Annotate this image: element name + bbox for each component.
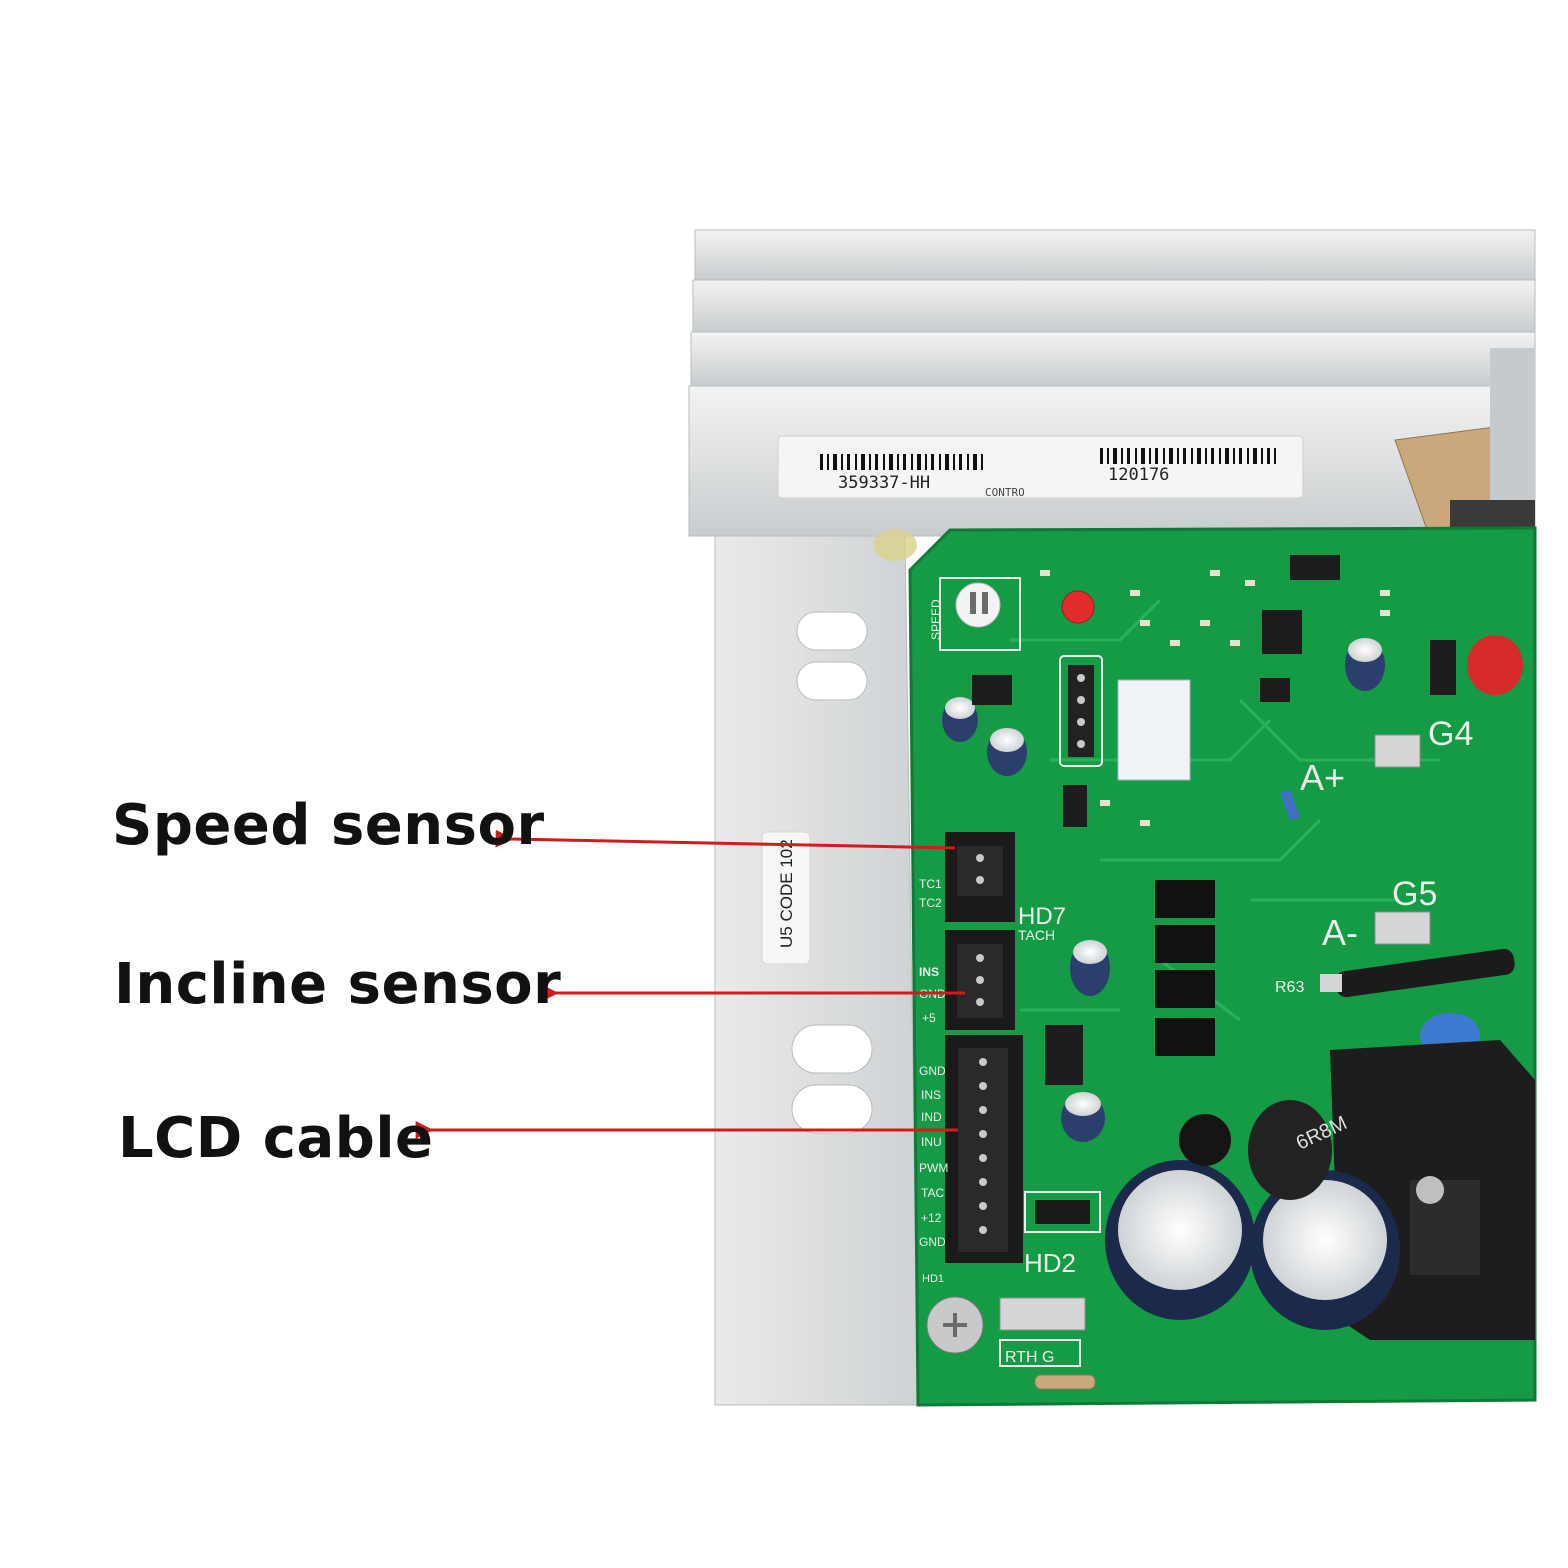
terminal-g4: G4 bbox=[1428, 715, 1473, 753]
hd2-pin-5: PWM bbox=[919, 1161, 948, 1175]
plus5-label: +5 bbox=[922, 1011, 936, 1025]
r63-label: R63 bbox=[1275, 979, 1304, 996]
speed-pot-label: SPEED bbox=[929, 599, 943, 640]
hd2-pin-4: INU bbox=[921, 1135, 942, 1149]
barcode-subtext: CONTRO bbox=[985, 486, 1025, 499]
ins-label: INS bbox=[919, 965, 939, 979]
terminal-a-minus: A- bbox=[1322, 912, 1358, 953]
tc1-label: TC1 bbox=[919, 877, 942, 891]
terminal-a-plus: A+ bbox=[1300, 757, 1345, 798]
barcode-number-right: 120176 bbox=[1108, 465, 1169, 485]
tach-label: TACH bbox=[1018, 927, 1055, 943]
hd2-pin-3: IND bbox=[921, 1110, 942, 1124]
hd1-label: HD1 bbox=[922, 1273, 944, 1285]
hd2-pin-7: +12 bbox=[921, 1211, 942, 1225]
hd2-pin-8: GND bbox=[919, 1235, 946, 1249]
optocoupler-array bbox=[1155, 880, 1215, 1056]
barcode-sticker: 359337-HH 120176 CONTRO bbox=[777, 435, 1304, 499]
hd2-pin-2: INS bbox=[921, 1088, 941, 1102]
speed-sensor-arrow bbox=[495, 829, 956, 850]
bulk-capacitors: 6R8M bbox=[1105, 1100, 1400, 1330]
hd2-pin-6: TAC bbox=[921, 1186, 944, 1200]
speed-sensor-connector bbox=[945, 832, 1015, 922]
barcode-number-left: 359337-HH bbox=[838, 473, 930, 493]
lcd-cable-connector bbox=[945, 1035, 1023, 1263]
heatsink-plate: U5 CODE 102 bbox=[714, 535, 919, 1406]
hd2-pin-1: GND bbox=[919, 1064, 946, 1078]
terminal-g5: G5 bbox=[1392, 875, 1437, 913]
hd7-label: HD7 bbox=[1018, 903, 1066, 930]
hd2-label: HD2 bbox=[1024, 1248, 1076, 1278]
tc2-label: TC2 bbox=[919, 896, 942, 910]
speed-sensor-label: Speed sensor bbox=[112, 793, 545, 858]
side-sticker-text: U5 CODE 102 bbox=[777, 839, 796, 948]
lcd-cable-label: LCD cable bbox=[118, 1106, 434, 1171]
earth-label: RTH G bbox=[1005, 1349, 1054, 1366]
pcb: SPEED bbox=[873, 526, 1537, 1407]
incline-sensor-label: Incline sensor bbox=[114, 952, 562, 1017]
incline-sensor-connector bbox=[945, 930, 1015, 1030]
